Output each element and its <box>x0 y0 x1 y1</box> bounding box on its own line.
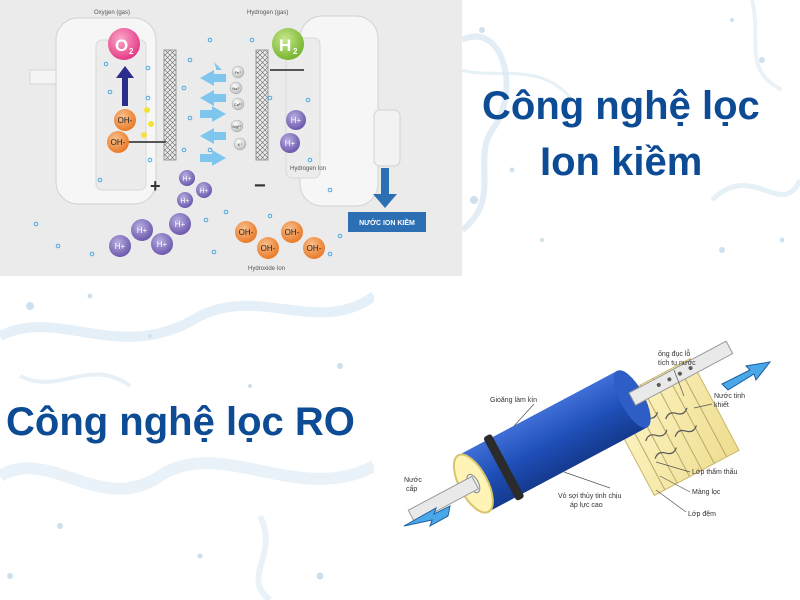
hydroxide-ion-label: Hydroxide Ion <box>248 266 285 272</box>
h2-subscript: 2 <box>293 47 298 56</box>
gasket-ring <box>484 434 524 501</box>
mineral-ion-fe <box>231 65 245 79</box>
inlet-arrow-icon <box>403 505 451 528</box>
water-splash-decoration <box>0 291 374 600</box>
svg-text:H+: H+ <box>157 240 168 249</box>
hydrogen-gas-label: Hydrogen (gas) <box>247 10 288 16</box>
leader-lines <box>513 369 713 513</box>
outlet-arrow-icon <box>721 361 772 391</box>
svg-text:H+: H+ <box>199 188 208 195</box>
o2-bubble <box>108 28 140 60</box>
down-arrow-icon <box>373 194 397 208</box>
mineral-ion-label: Mg²⁺ <box>233 124 242 129</box>
left-mesh-plate <box>163 49 177 161</box>
oh-ion-anode-1 <box>114 109 136 131</box>
hydrogen-ion-label: Hydrogen Ion <box>290 166 326 172</box>
flow-arrows <box>200 62 226 166</box>
oh-ion-label: OH- <box>118 116 133 125</box>
plus-sign: + <box>150 176 161 196</box>
shell-label-line-2: áp lực cao <box>570 502 603 509</box>
h2-symbol: H <box>279 36 291 55</box>
water-splash-decoration <box>462 0 800 253</box>
ion-title-line-2: Ion kiềm <box>540 140 703 184</box>
h-ion-cluster: H+ H+ H+ H+ H+ H+ H+ <box>109 170 212 257</box>
svg-text:OH-: OH- <box>307 244 322 253</box>
shell-label-line-1: Vỏ sợi thủy tinh chịu <box>558 492 621 500</box>
right-mesh-plate <box>255 49 269 161</box>
h-ion-cathode-1 <box>286 110 306 130</box>
permeate-layer-label: Lớp thẩm thấu <box>692 467 738 476</box>
svg-text:H+: H+ <box>115 242 126 251</box>
svg-text:OH-: OH- <box>285 228 300 237</box>
clean-water-label-line-2: khiết <box>714 400 729 409</box>
svg-text:H+: H+ <box>182 176 191 183</box>
electron-dot <box>141 132 147 138</box>
inlet-label-line-2: cấp <box>406 484 417 493</box>
ion-diagram-svg: Oxygen (gas) Hydrogen (gas) O 2 H 2 OH- … <box>29 10 426 272</box>
spacer-layer-label: Lớp đệm <box>688 511 716 518</box>
oh-ion-anode-2 <box>107 131 129 153</box>
membrane-label: Màng lọc <box>692 489 721 496</box>
h-ion-cathode-2 <box>280 133 300 153</box>
inlet-label-line-1: Nước <box>404 477 422 484</box>
svg-text:H+: H+ <box>180 198 189 205</box>
up-arrow-shaft <box>122 76 128 106</box>
minus-sign: − <box>254 175 266 197</box>
mineral-ion-label: Ca²⁺ <box>234 102 243 107</box>
ro-cylinder <box>407 340 734 524</box>
tube-label-line-2: tích tụ nước <box>658 360 696 367</box>
ro-title-panel: Công nghệ lọc RO <box>0 276 374 600</box>
oxygen-gas-label: Oxygen (gas) <box>94 10 130 16</box>
mineral-ion-mg <box>230 119 244 133</box>
right-outlet <box>373 109 401 167</box>
electron-dot <box>148 121 154 127</box>
oh-ion-cluster: OH- OH- OH- OH- <box>235 221 325 259</box>
h-ion-label: H+ <box>285 139 296 148</box>
output-label-box <box>348 212 426 232</box>
ion-alkaline-diagram: Oxygen (gas) Hydrogen (gas) O 2 H 2 OH- … <box>0 0 462 276</box>
gasket-label: Gioăng làm kín <box>490 397 537 404</box>
up-arrow-icon <box>116 66 134 78</box>
water-bubbles <box>33 37 343 257</box>
ro-title: Công nghệ lọc RO <box>6 400 355 444</box>
inlet-tube <box>407 475 480 524</box>
h2-bubble <box>272 28 304 60</box>
output-label: NƯỚC ION KIỀM <box>359 217 415 227</box>
oh-ion-label: OH- <box>111 138 126 147</box>
down-arrow-shaft <box>381 168 389 196</box>
mineral-ion-label: Na⁺ <box>232 86 239 91</box>
clean-water-label-line-1: Nước tinh <box>714 393 745 400</box>
mineral-ion-k <box>233 137 247 151</box>
mineral-ion-ca <box>231 97 245 111</box>
electron-dot <box>144 107 150 113</box>
svg-text:OH-: OH- <box>239 228 254 237</box>
svg-text:H+: H+ <box>175 220 186 229</box>
mineral-ion-label: K⁺ <box>238 142 243 147</box>
ro-diagram-svg: Gioăng làm kín ống đục lỗ tích tụ nước N… <box>403 340 772 528</box>
mineral-ion-na <box>229 81 243 95</box>
ion-title-panel: Công nghệ lọc Ion kiềm <box>462 0 800 276</box>
ro-membrane-diagram: Gioăng làm kín ống đục lỗ tích tụ nước N… <box>374 276 800 600</box>
svg-text:H+: H+ <box>137 226 148 235</box>
o2-subscript: 2 <box>129 47 134 56</box>
mineral-ion-label: Fe⁺ <box>235 70 242 75</box>
tube-label-line-1: ống đục lỗ <box>658 349 690 358</box>
o2-symbol: O <box>115 36 128 55</box>
ion-title-line-1: Công nghệ lọc <box>482 84 760 128</box>
h-ion-label: H+ <box>291 116 302 125</box>
svg-text:OH-: OH- <box>261 244 276 253</box>
